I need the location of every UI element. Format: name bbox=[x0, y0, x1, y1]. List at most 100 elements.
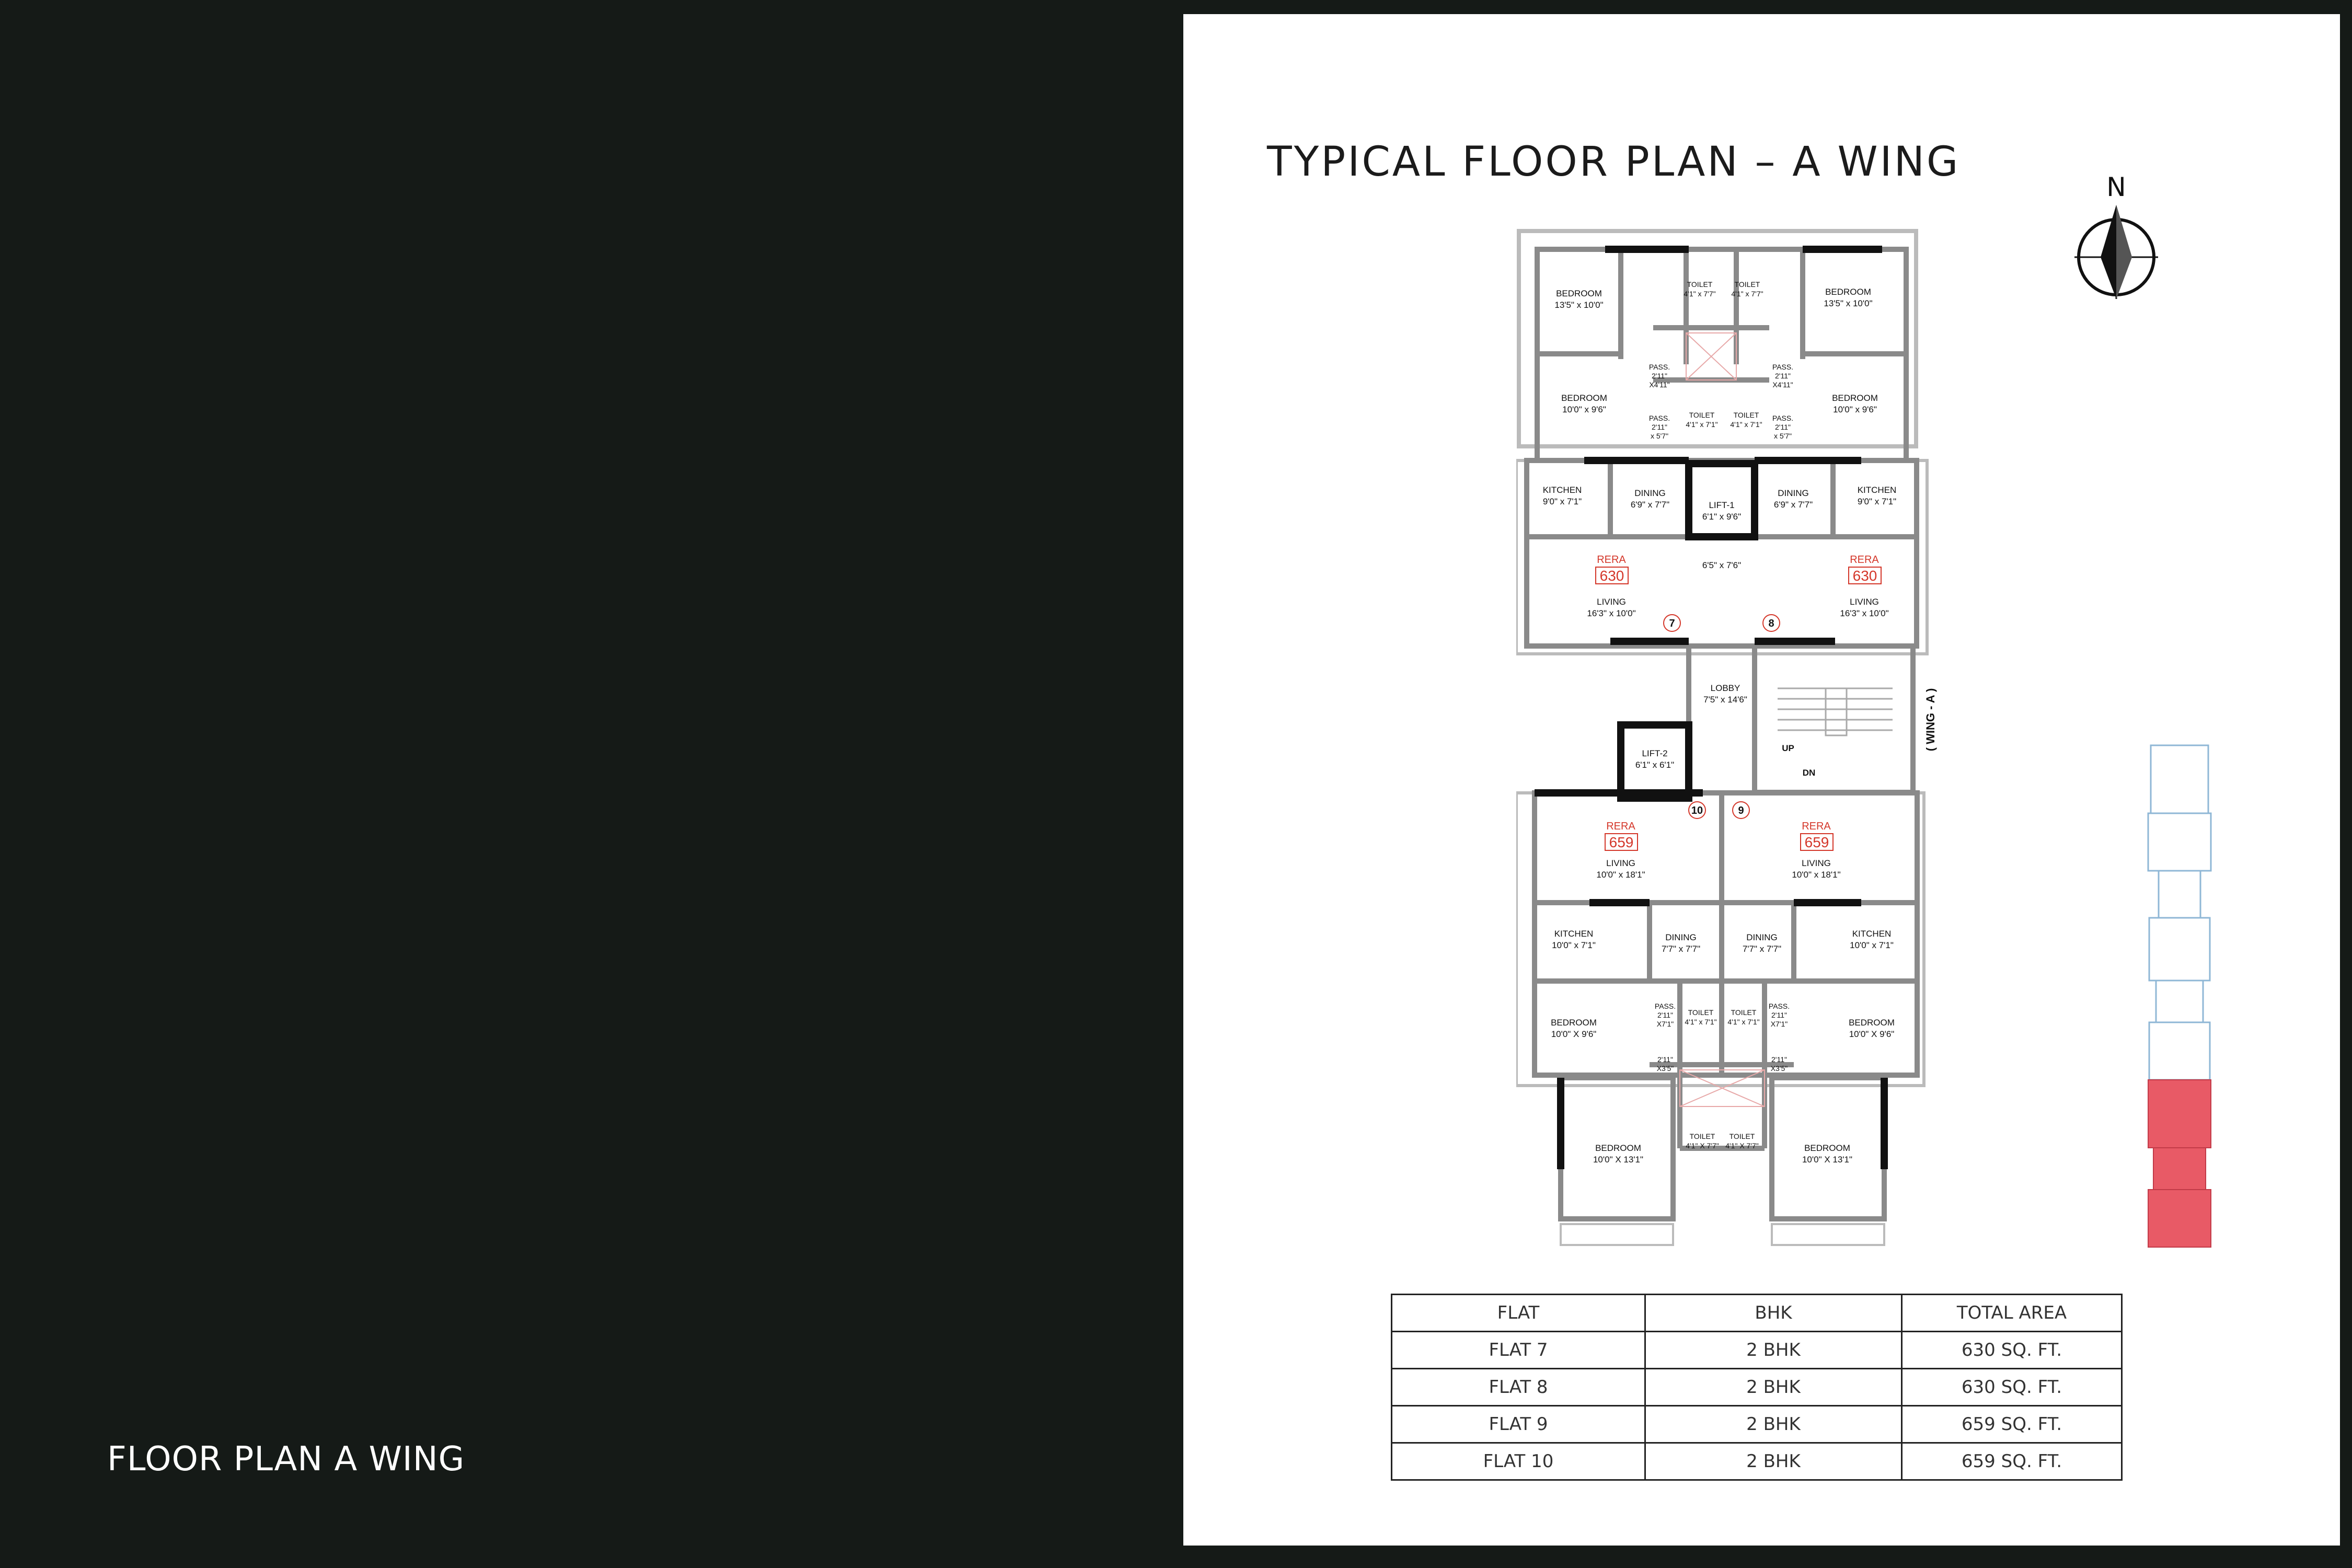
svg-text:4'1" x 7'1": 4'1" x 7'1" bbox=[1686, 420, 1717, 429]
svg-text:RERA: RERA bbox=[1597, 554, 1626, 566]
room-pass-b2: PASS.2'11"X7'1" bbox=[1769, 1002, 1790, 1028]
svg-text:2'11": 2'11" bbox=[1771, 1055, 1787, 1064]
svg-text:x 5'7": x 5'7" bbox=[1651, 432, 1668, 440]
svg-text:8: 8 bbox=[1768, 618, 1774, 629]
svg-text:16'3" x 10'0": 16'3" x 10'0" bbox=[1587, 608, 1635, 618]
room-pass-t3: PASS.2'11"x 5'7" bbox=[1649, 414, 1670, 440]
svg-text:DINING: DINING bbox=[1746, 932, 1778, 942]
svg-text:LIFT-2: LIFT-2 bbox=[1642, 748, 1667, 758]
svg-text:16'3" x 10'0": 16'3" x 10'0" bbox=[1840, 608, 1888, 618]
cell-area: 659 SQ. FT. bbox=[1901, 1405, 2123, 1444]
svg-text:2'11": 2'11" bbox=[1657, 1011, 1673, 1019]
svg-text:RERA: RERA bbox=[1802, 821, 1831, 832]
room-lift-lobby: 6'5" x 7'6" bbox=[1702, 560, 1741, 570]
svg-text:630: 630 bbox=[1853, 568, 1877, 584]
flat-10-rera: RERA 659 bbox=[1605, 821, 1638, 851]
stair-down-label: DN bbox=[1803, 768, 1816, 778]
svg-text:BEDROOM: BEDROOM bbox=[1595, 1143, 1641, 1153]
room-lift-1: LIFT-1 6'1" x 9'6" bbox=[1702, 500, 1741, 522]
header-total-area: TOTAL AREA bbox=[1901, 1294, 2123, 1332]
flat-9-rera: RERA 659 bbox=[1800, 821, 1834, 851]
cell-flat: FLAT 8 bbox=[1391, 1368, 1646, 1406]
room-dining-br: DINING 7'7" x 7'7" bbox=[1743, 932, 1781, 954]
flat-8-number: 8 bbox=[1762, 614, 1780, 632]
svg-text:630: 630 bbox=[1600, 568, 1624, 584]
svg-text:KITCHEN: KITCHEN bbox=[1543, 485, 1582, 495]
svg-text:KITCHEN: KITCHEN bbox=[1554, 929, 1594, 939]
cell-area: 659 SQ. FT. bbox=[1901, 1442, 2123, 1481]
svg-text:PASS.: PASS. bbox=[1649, 414, 1670, 422]
svg-text:4'1" x 7'7": 4'1" x 7'7" bbox=[1684, 290, 1715, 298]
svg-text:x 5'7": x 5'7" bbox=[1774, 432, 1792, 440]
svg-text:BEDROOM: BEDROOM bbox=[1849, 1018, 1895, 1028]
svg-text:4'1" x 7'7": 4'1" x 7'7" bbox=[1731, 290, 1763, 298]
svg-text:LIVING: LIVING bbox=[1597, 597, 1626, 607]
svg-text:KITCHEN: KITCHEN bbox=[1852, 929, 1892, 939]
svg-text:6'1" x 9'6": 6'1" x 9'6" bbox=[1702, 512, 1741, 522]
north-label: N bbox=[2106, 172, 2126, 202]
room-pass-t1: PASS.2'11"X4'11" bbox=[1649, 363, 1670, 389]
svg-text:2'11": 2'11" bbox=[1652, 423, 1667, 431]
svg-text:DINING: DINING bbox=[1778, 488, 1809, 498]
room-pass-t4: PASS.2'11"x 5'7" bbox=[1772, 414, 1793, 440]
svg-text:TOILET: TOILET bbox=[1688, 1008, 1714, 1017]
svg-text:10'0" x 9'6": 10'0" x 9'6" bbox=[1833, 405, 1877, 414]
svg-text:10'0" x 7'1": 10'0" x 7'1" bbox=[1552, 940, 1596, 950]
svg-text:10'0" X 13'1": 10'0" X 13'1" bbox=[1593, 1155, 1643, 1165]
svg-text:10'0" X 13'1": 10'0" X 13'1" bbox=[1802, 1155, 1852, 1165]
svg-text:2'11": 2'11" bbox=[1775, 372, 1791, 380]
cell-bhk: 2 BHK bbox=[1644, 1331, 1903, 1369]
room-lobby: LOBBY 7'5" x 14'6" bbox=[1703, 683, 1747, 705]
svg-text:10'0" x 9'6": 10'0" x 9'6" bbox=[1562, 405, 1606, 414]
svg-text:659: 659 bbox=[1805, 834, 1829, 850]
cell-flat: FLAT 10 bbox=[1391, 1442, 1646, 1481]
flat-9-number: 9 bbox=[1732, 801, 1750, 819]
room-kitchen-tl: KITCHEN 9'0" x 7'1" bbox=[1543, 485, 1582, 506]
room-pass-t2: PASS.2'11"X4'11" bbox=[1772, 363, 1793, 389]
svg-text:BEDROOM: BEDROOM bbox=[1551, 1018, 1597, 1028]
svg-text:TOILET: TOILET bbox=[1690, 1132, 1715, 1140]
room-pass-b4: 2'11"X3'5" bbox=[1771, 1055, 1788, 1073]
svg-text:TOILET: TOILET bbox=[1735, 280, 1760, 289]
svg-text:LOBBY: LOBBY bbox=[1711, 683, 1740, 693]
svg-text:DINING: DINING bbox=[1634, 488, 1666, 498]
svg-text:BEDROOM: BEDROOM bbox=[1825, 287, 1871, 297]
svg-text:7'5" x 14'6": 7'5" x 14'6" bbox=[1703, 695, 1747, 705]
svg-text:PASS.: PASS. bbox=[1772, 363, 1793, 371]
svg-text:10'0" X 9'6": 10'0" X 9'6" bbox=[1849, 1029, 1895, 1039]
svg-text:13'5" x 10'0": 13'5" x 10'0" bbox=[1824, 298, 1872, 308]
flat-7-number: 7 bbox=[1663, 614, 1681, 632]
svg-text:LIFT-1: LIFT-1 bbox=[1709, 500, 1734, 510]
svg-text:2'11": 2'11" bbox=[1771, 1011, 1787, 1019]
north-arrow-icon: N bbox=[2074, 172, 2158, 299]
svg-text:7'7" x 7'7": 7'7" x 7'7" bbox=[1743, 944, 1781, 954]
svg-text:10'0" x 7'1": 10'0" x 7'1" bbox=[1850, 940, 1894, 950]
svg-text:10: 10 bbox=[1691, 805, 1703, 816]
svg-text:2'11": 2'11" bbox=[1657, 1055, 1673, 1064]
room-pass-b3: 2'11"X3'5" bbox=[1657, 1055, 1674, 1073]
svg-text:10'0" x 18'1": 10'0" x 18'1" bbox=[1596, 870, 1645, 880]
svg-text:X3'5": X3'5" bbox=[1771, 1064, 1788, 1073]
svg-text:X7'1": X7'1" bbox=[1771, 1020, 1788, 1028]
header-bhk: BHK bbox=[1644, 1294, 1903, 1332]
wing-label: ( WING - A ) bbox=[1924, 688, 1937, 752]
svg-text:9'0" x 7'1": 9'0" x 7'1" bbox=[1543, 497, 1582, 506]
cell-bhk: 2 BHK bbox=[1644, 1442, 1903, 1481]
svg-text:X4'11": X4'11" bbox=[1772, 381, 1793, 389]
